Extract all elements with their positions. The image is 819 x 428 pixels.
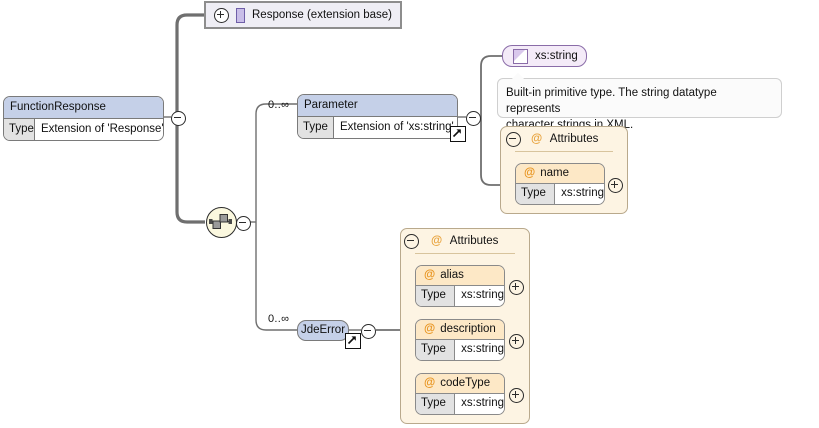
jdeerror-occurrence: 0..∞ [268, 313, 290, 325]
at-icon: @ [424, 377, 436, 389]
attribute-name-node[interactable]: @ name Type xs:string [515, 163, 605, 205]
parameter-attributes-separator [515, 151, 613, 152]
extension-base-node[interactable]: Response (extension base) [204, 1, 402, 29]
extension-base-label: Response (extension base) [252, 9, 392, 21]
attribute-codetype-type-value: xs:string [455, 394, 504, 414]
attribute-codetype-header: @ codeType [416, 374, 504, 394]
attribute-codetype-type-row: Type xs:string [416, 394, 504, 414]
attribute-alias-type-key: Type [416, 286, 456, 306]
parameter-attributes-collapse-toggle[interactable] [506, 132, 521, 147]
functionresponse-name: FunctionResponse [4, 97, 163, 119]
annotation-line-1: Built-in primitive type. The string data… [506, 87, 717, 115]
at-icon: @ [524, 167, 536, 179]
attribute-alias-label: alias [440, 269, 464, 281]
xs-string-label: xs:string [535, 50, 578, 62]
simple-type-icon [513, 48, 528, 64]
parameter-name: Parameter [298, 95, 457, 117]
extension-base-expand-toggle[interactable] [214, 7, 229, 23]
attribute-codetype-type-key: Type [416, 394, 456, 414]
attribute-name-type-row: Type xs:string [516, 184, 604, 204]
attribute-codetype-node[interactable]: @ codeType Type xs:string [415, 373, 505, 415]
attribute-alias-type-row: Type xs:string [416, 286, 504, 306]
jdeerror-attributes-separator [415, 253, 515, 254]
jdeerror-attributes-title: Attributes [449, 235, 499, 247]
attribute-description-header: @ description [416, 320, 504, 340]
jdeerror-node[interactable]: JdeError [297, 320, 349, 341]
attribute-description-type-row: Type xs:string [416, 340, 504, 360]
annotation-tail [512, 73, 524, 79]
lilac-square-icon [236, 7, 245, 23]
jdeerror-external-link-icon[interactable] [345, 333, 361, 349]
parameter-attributes-title: Attributes [549, 133, 599, 145]
sequence-compositor[interactable] [206, 207, 237, 238]
annotation-bubble: Built-in primitive type. The string data… [497, 73, 782, 131]
parameter-collapse-toggle[interactable] [466, 111, 481, 126]
parameter-external-link-icon[interactable] [450, 126, 466, 142]
jdeerror-collapse-toggle[interactable] [361, 324, 376, 339]
at-icon: @ [531, 133, 543, 145]
sequence-collapse-toggle[interactable] [236, 216, 251, 231]
attribute-codetype-label: codeType [440, 377, 491, 389]
attribute-alias-expand-toggle[interactable] [509, 280, 524, 295]
parameter-type-row: Type Extension of 'xs:string' [298, 117, 457, 138]
parameter-node[interactable]: Parameter Type Extension of 'xs:string' [297, 94, 458, 139]
functionresponse-node[interactable]: FunctionResponse Type Extension of 'Resp… [3, 96, 164, 141]
jdeerror-attributes-collapse-toggle[interactable] [404, 234, 419, 249]
attribute-alias-node[interactable]: @ alias Type xs:string [415, 265, 505, 307]
attribute-description-expand-toggle[interactable] [509, 334, 524, 349]
sequence-icon [209, 214, 232, 229]
attribute-codetype-expand-toggle[interactable] [509, 388, 524, 403]
attribute-description-type-key: Type [416, 340, 456, 360]
functionresponse-type-row: Type Extension of 'Response' [4, 119, 163, 140]
attribute-name-header: @ name [516, 164, 604, 184]
attribute-name-type-key: Type [516, 184, 556, 204]
attribute-name-expand-toggle[interactable] [608, 178, 623, 193]
functionresponse-collapse-toggle[interactable] [171, 111, 186, 126]
attribute-name-type-value: xs:string [555, 184, 604, 204]
attribute-description-node[interactable]: @ description Type xs:string [415, 319, 505, 361]
parameter-attributes-title-row: @ Attributes [501, 127, 627, 151]
attribute-alias-type-value: xs:string [455, 286, 504, 306]
jdeerror-attributes-title-row: @ Attributes [401, 229, 529, 253]
attribute-description-type-value: xs:string [455, 340, 504, 360]
functionresponse-type-key: Type [4, 119, 35, 140]
at-icon: @ [431, 235, 443, 247]
parameter-type-key: Type [298, 117, 334, 138]
parameter-type-value: Extension of 'xs:string' [334, 117, 457, 138]
parameter-occurrence: 0..∞ [268, 99, 290, 111]
at-icon: @ [424, 269, 436, 281]
xs-string-node[interactable]: xs:string [502, 45, 587, 67]
functionresponse-type-value: Extension of 'Response' [34, 119, 163, 140]
attribute-description-label: description [440, 323, 496, 335]
at-icon: @ [424, 323, 436, 335]
attribute-alias-header: @ alias [416, 266, 504, 286]
attribute-name-label: name [540, 167, 569, 179]
jdeerror-label: JdeError [300, 324, 346, 336]
